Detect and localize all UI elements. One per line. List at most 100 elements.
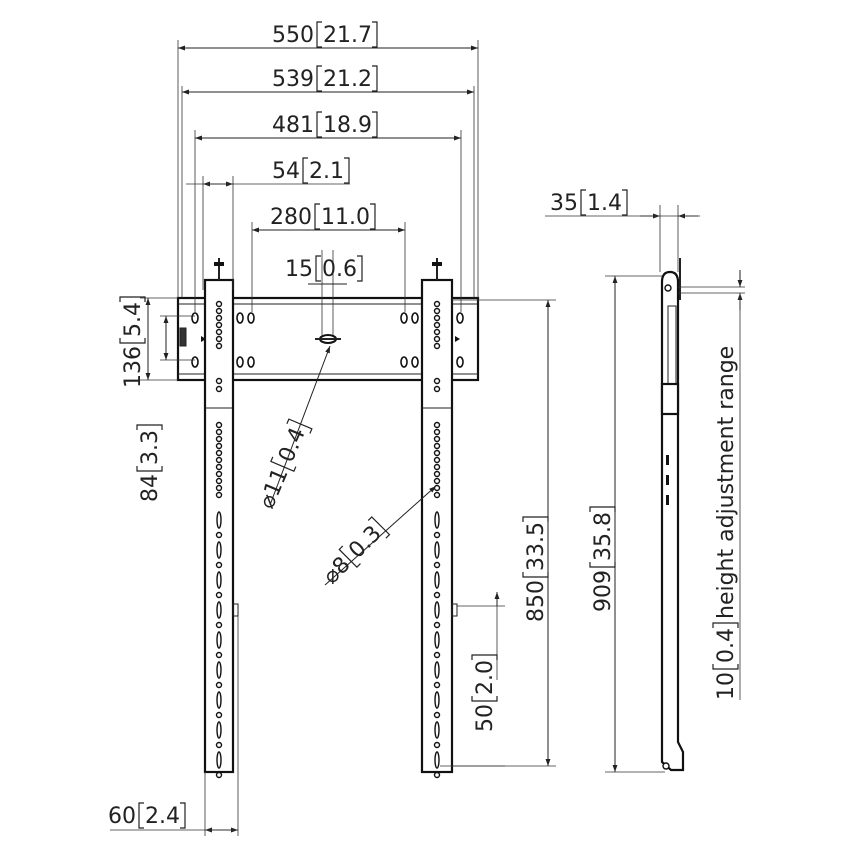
svg-text:3.3: 3.3 bbox=[138, 430, 163, 465]
upright-hole bbox=[434, 691, 440, 709]
upright-hole bbox=[433, 307, 441, 315]
label-upright-hole-diameter: ⌀80.3 bbox=[319, 516, 391, 589]
upright-hole bbox=[215, 377, 223, 385]
upright-hole bbox=[433, 335, 441, 343]
bracket bbox=[316, 21, 378, 48]
bracket bbox=[712, 622, 739, 670]
upright-hole bbox=[216, 511, 222, 529]
left-upright bbox=[203, 258, 239, 779]
svg-text:850: 850 bbox=[524, 580, 549, 622]
svg-text:54: 54 bbox=[272, 159, 300, 184]
bracket bbox=[471, 654, 498, 702]
upright-hole bbox=[433, 449, 441, 457]
label-outer-hole-spacing: 481 18.9 bbox=[272, 111, 378, 138]
upright-hole bbox=[215, 456, 223, 464]
upright-hole bbox=[216, 631, 222, 649]
bracket bbox=[136, 424, 163, 472]
svg-text:50: 50 bbox=[473, 704, 498, 732]
label-rail-hole-diameter: ⌀110.4 bbox=[255, 418, 313, 513]
upright-hole bbox=[433, 300, 441, 308]
upright-hole bbox=[215, 463, 223, 471]
svg-text:35.8: 35.8 bbox=[591, 512, 616, 561]
upright-hole bbox=[433, 421, 441, 429]
upright-hole bbox=[215, 435, 223, 443]
upright-hole bbox=[215, 449, 223, 457]
bracket bbox=[119, 296, 146, 344]
leader-upright-hole bbox=[324, 485, 437, 586]
upright-hole bbox=[433, 531, 441, 539]
svg-text:0.4: 0.4 bbox=[274, 424, 311, 466]
upright-hole bbox=[215, 385, 223, 393]
upright-hole bbox=[433, 771, 441, 779]
svg-text:2.4: 2.4 bbox=[145, 804, 180, 829]
bracket bbox=[270, 418, 313, 473]
upright-hole bbox=[215, 681, 223, 689]
upright-hole bbox=[215, 470, 223, 478]
upright-hole bbox=[433, 428, 441, 436]
svg-text:280: 280 bbox=[270, 205, 312, 230]
upright-hole bbox=[216, 691, 222, 709]
svg-text:15: 15 bbox=[285, 257, 313, 282]
label-upright-length: 850 33.5 bbox=[522, 516, 549, 622]
upright-hole bbox=[433, 435, 441, 443]
upright-hole bbox=[215, 531, 223, 539]
svg-text:5.4: 5.4 bbox=[121, 302, 146, 337]
svg-text:1.4: 1.4 bbox=[587, 191, 622, 216]
svg-text:2.0: 2.0 bbox=[473, 660, 498, 695]
upright-hole bbox=[215, 477, 223, 485]
upright-hole bbox=[434, 661, 440, 679]
upright-hole bbox=[216, 721, 222, 739]
upright-hole bbox=[216, 571, 222, 589]
bracket bbox=[314, 203, 376, 230]
bracket bbox=[138, 802, 186, 829]
upright-hole bbox=[433, 711, 441, 719]
bracket bbox=[580, 189, 628, 216]
upright-hole bbox=[433, 741, 441, 749]
upright-hole bbox=[433, 621, 441, 629]
svg-text:35: 35 bbox=[550, 191, 578, 216]
upright-hole bbox=[215, 342, 223, 350]
svg-text:909: 909 bbox=[591, 570, 616, 612]
upright-hole bbox=[215, 491, 223, 499]
upright-hole bbox=[433, 377, 441, 385]
upright-hole bbox=[215, 421, 223, 429]
extension-lines bbox=[140, 40, 556, 836]
svg-text:18.9: 18.9 bbox=[323, 113, 372, 138]
upright-hole bbox=[433, 470, 441, 478]
bracket bbox=[302, 157, 350, 184]
upright-hole bbox=[433, 681, 441, 689]
svg-text:⌀8: ⌀8 bbox=[319, 552, 356, 589]
svg-text:21.7: 21.7 bbox=[323, 23, 372, 48]
svg-text:⌀11: ⌀11 bbox=[255, 465, 294, 513]
right-upright bbox=[420, 258, 458, 779]
bracket bbox=[316, 65, 378, 92]
svg-text:33.5: 33.5 bbox=[524, 522, 549, 571]
upright-hole bbox=[215, 561, 223, 569]
upright-hole bbox=[216, 661, 222, 679]
upright-hole bbox=[433, 651, 441, 659]
front-view bbox=[110, 40, 556, 836]
svg-text:2.1: 2.1 bbox=[309, 159, 344, 184]
side-view bbox=[545, 205, 745, 773]
upright-hole bbox=[433, 328, 441, 336]
upright-hole bbox=[215, 741, 223, 749]
label-inner-hole-spacing: 280 11.0 bbox=[270, 203, 376, 230]
svg-text:481: 481 bbox=[272, 113, 314, 138]
upright-hole bbox=[216, 541, 222, 559]
leader-rail-hole bbox=[269, 345, 331, 506]
upright-hole bbox=[434, 541, 440, 559]
label-overall-height: 909 35.8 bbox=[589, 506, 616, 612]
svg-text:60: 60 bbox=[108, 804, 136, 829]
upright-hole bbox=[216, 751, 222, 769]
bracket bbox=[315, 255, 363, 282]
svg-text:0.4: 0.4 bbox=[714, 628, 739, 663]
upright-hole bbox=[434, 511, 440, 529]
bracket bbox=[316, 111, 378, 138]
svg-text:11.0: 11.0 bbox=[321, 205, 370, 230]
